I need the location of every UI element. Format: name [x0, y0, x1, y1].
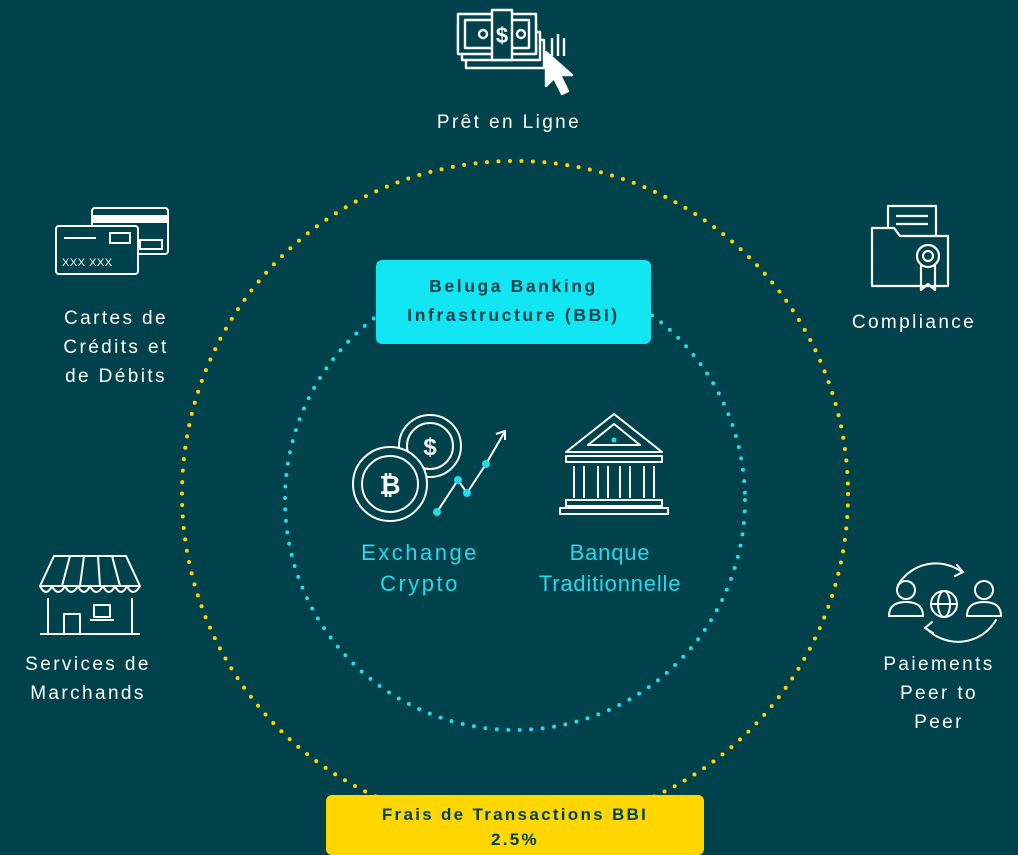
cartes-line1: Cartes de: [64, 308, 168, 329]
marchands-line2: Marchands: [30, 683, 146, 704]
svg-text:₿: ₿: [379, 470, 400, 500]
online-loan-cash-icon: $: [456, 8, 574, 96]
banque-traditionnelle-label: Banque Traditionnelle: [510, 537, 710, 599]
fees-line2: 2.5%: [491, 830, 539, 849]
pret-en-ligne-label: Prêt en Ligne: [409, 108, 609, 137]
marchands-line1: Services de: [25, 654, 151, 675]
peer-to-peer-icon: [887, 562, 1003, 643]
bank-line1: Banque: [569, 540, 651, 565]
storefront-icon: [39, 555, 141, 635]
p2p-line2: Peer to: [899, 683, 979, 704]
cartes-line2: Crédits et: [63, 337, 169, 358]
credit-cards-icon: XXX XXX: [55, 207, 169, 275]
p2p-line3: Peer: [914, 712, 964, 733]
crypto-line2: Crypto: [380, 571, 460, 596]
exchange-crypto-label: Exchange Crypto: [330, 537, 510, 599]
transaction-fees-box: Frais de Transactions BBI 2.5%: [326, 795, 704, 855]
bbi-line2: Infrastructure (BBI): [407, 305, 620, 325]
compliance-label: Compliance: [822, 308, 1006, 337]
bbi-line1: Beluga Banking: [429, 276, 598, 296]
bank-building-icon: [559, 413, 669, 515]
svg-text:$: $: [423, 434, 437, 461]
compliance-label-text: Compliance: [851, 312, 977, 333]
outer-ring: [180, 159, 850, 829]
marchands-label: Services de Marchands: [0, 650, 176, 708]
p2p-line1: Paiements: [883, 654, 995, 675]
bank-line2: Traditionnelle: [538, 571, 682, 596]
svg-text:XXX XXX: XXX XXX: [62, 257, 113, 269]
crypto-line1: Exchange: [361, 540, 479, 565]
fees-line1: Frais de Transactions BBI: [381, 805, 649, 824]
pret-label-text: Prêt en Ligne: [436, 112, 582, 133]
p2p-label: Paiements Peer to Peer: [860, 650, 1018, 737]
svg-text:$: $: [496, 23, 508, 48]
inner-ring: [283, 268, 747, 732]
crypto-coins-chart-icon: $ ₿: [352, 414, 506, 522]
cartes-line3: de Débits: [65, 366, 167, 387]
cartes-label: Cartes de Crédits et de Débits: [36, 304, 196, 391]
bbi-box: Beluga Banking Infrastructure (BBI): [376, 260, 651, 344]
compliance-folder-icon: [870, 204, 950, 292]
